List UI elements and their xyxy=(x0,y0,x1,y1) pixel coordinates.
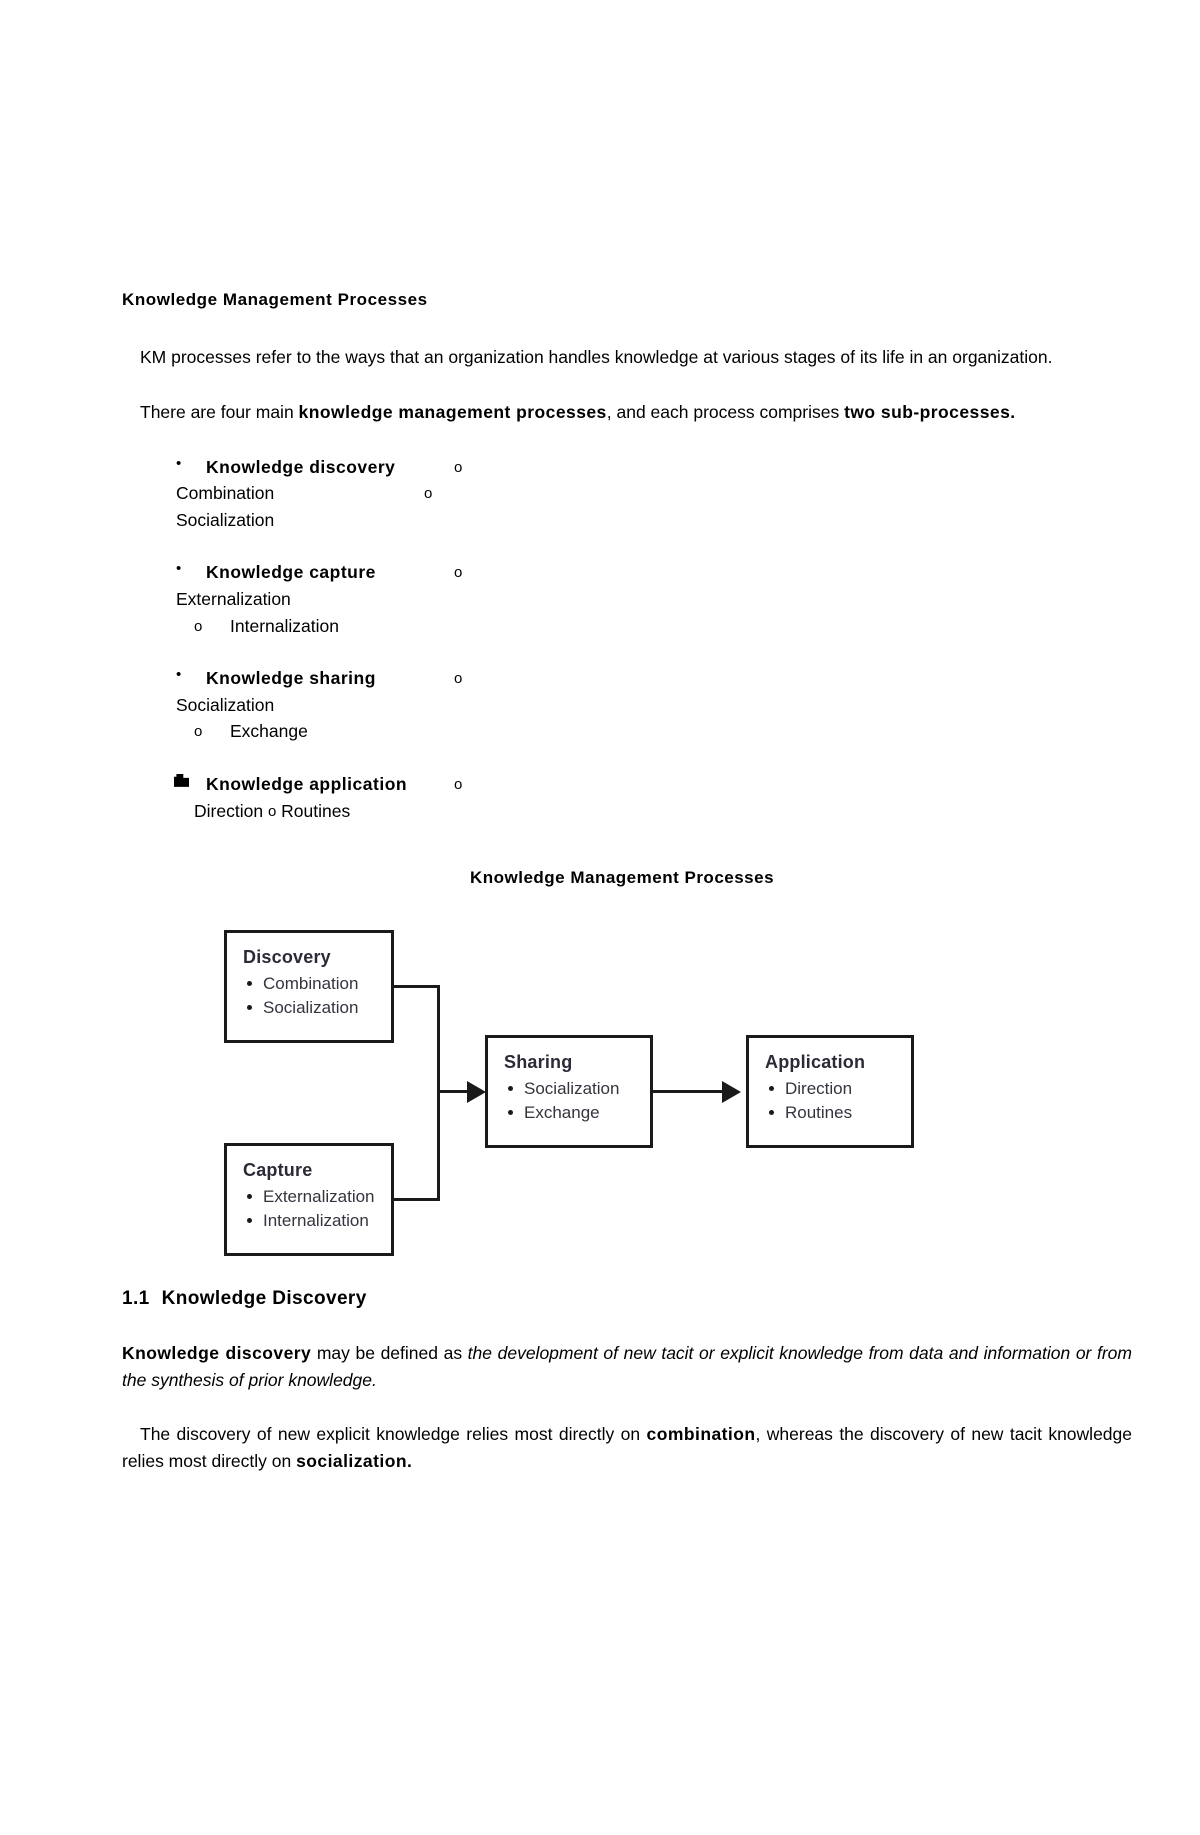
list-item-subline-1: Externalization xyxy=(176,586,1132,613)
sub-item-1-label: Direction xyxy=(194,800,264,821)
sub-item-1-label: Externalization xyxy=(176,588,291,609)
closing-bold1: combination xyxy=(646,1424,756,1445)
list-item-subline-1: Combination o xyxy=(176,480,1132,507)
diagram-box-capture: Capture Externalization Internalization xyxy=(224,1143,394,1257)
closing-bold2: socialization. xyxy=(296,1450,413,1471)
list-item-subline-2: Socialization xyxy=(176,507,1132,534)
diagram-title: Knowledge Management Processes xyxy=(469,868,775,888)
subsection-number: 1.1 xyxy=(122,1288,150,1310)
diagram-box-title: Capture xyxy=(243,1160,313,1181)
page-title: Knowledge Management Processes xyxy=(122,290,428,309)
list-item-title: Knowledge sharing xyxy=(206,668,376,689)
closing-part2: , whereas the discovery of new tacit kno… xyxy=(122,1424,1132,1471)
sub-item-1-label: Socialization xyxy=(176,694,275,715)
closing-paragraph: The discovery of new explicit knowledge … xyxy=(122,1421,1132,1474)
list-item-headline: Knowledge capture o xyxy=(206,559,1132,586)
diagram-box-list: Externalization Internalization xyxy=(243,1185,375,1233)
list-item-title: Knowledge capture xyxy=(206,562,376,583)
sub-item-2-label: Internalization xyxy=(230,615,339,636)
list-item-headline: Knowledge discovery o xyxy=(206,454,1132,481)
list-item-subline-1: Socialization xyxy=(176,692,1132,719)
document-body: Knowledge Management Processes KM proces… xyxy=(122,290,1132,1474)
process-list: • Knowledge discovery o Combination o Soci… xyxy=(122,454,1132,825)
diagram-box-item: Combination xyxy=(243,972,375,996)
connector-vertical-join xyxy=(437,985,440,1202)
diagram-box-item: Exchange xyxy=(504,1101,634,1125)
diagram-box-list: Socialization Exchange xyxy=(504,1077,634,1125)
list-item-subline-2: o Internalization xyxy=(176,613,1132,640)
sub-bullet-o-icon-2: o xyxy=(267,802,277,820)
bullet-dot-icon: • xyxy=(176,666,182,684)
connector-discovery xyxy=(394,985,440,989)
diagram-box-title: Discovery xyxy=(243,947,331,968)
definition-connector: may be defined as xyxy=(311,1343,468,1364)
sub-item-2-label: Socialization xyxy=(176,509,275,530)
intro-paragraph: KM processes refer to the ways that an o… xyxy=(140,347,1053,368)
sub-bullet-o-icon-2: o xyxy=(194,723,203,741)
sub-bullet-o-icon: o xyxy=(454,458,463,476)
bullet-dot-icon: • xyxy=(176,454,182,472)
sub-bullet-o-icon-2: o xyxy=(424,485,433,503)
sub-bullet-o-icon: o xyxy=(454,564,463,582)
list-item-title: Knowledge discovery xyxy=(206,456,396,477)
diagram-box-item: Routines xyxy=(765,1101,895,1125)
list-item-headline: Knowledge application o xyxy=(206,771,1132,798)
diagram-box-item: Socialization xyxy=(243,996,375,1020)
diagram-box-title: Sharing xyxy=(504,1052,573,1073)
list-item-headline: Knowledge sharing o xyxy=(206,665,1132,692)
list-item-knowledge-discovery: • Knowledge discovery o Combination o Soci… xyxy=(122,454,1132,534)
second-paragraph-part2: , and each process comprises xyxy=(606,401,845,422)
list-item-title: Knowledge application xyxy=(206,773,408,794)
km-process-diagram: Knowledge Management Processes Discovery… xyxy=(122,868,1132,1288)
subsection-title: Knowledge Discovery xyxy=(161,1288,367,1310)
definition-paragraph: Knowledge discovery may be defined as th… xyxy=(122,1340,1132,1393)
connector-capture xyxy=(394,1198,440,1202)
sub-bullet-o-icon: o xyxy=(454,670,463,688)
connector-to-sharing xyxy=(437,1090,469,1094)
diagram-canvas: Discovery Combination Socialization Capt… xyxy=(122,930,1132,1280)
second-paragraph: There are four main knowledge management… xyxy=(122,399,1132,426)
diagram-box-item: Socialization xyxy=(504,1077,634,1101)
diagram-box-list: Combination Socialization xyxy=(243,972,375,1020)
bullet-dot-icon: • xyxy=(176,560,182,578)
sub-item-2-label: Routines xyxy=(281,800,351,821)
diagram-box-item: Internalization xyxy=(243,1209,375,1233)
diagram-box-item: Externalization xyxy=(243,1185,375,1209)
second-paragraph-bold2: two sub-processes. xyxy=(844,401,1016,422)
closing-part1: The discovery of new explicit knowledge … xyxy=(140,1424,647,1445)
second-paragraph-part1: There are four main xyxy=(140,401,299,422)
subsection-heading: 1.1 Knowledge Discovery xyxy=(122,1288,1132,1310)
definition-text: the development of new tacit or explicit… xyxy=(122,1343,1132,1390)
list-item-knowledge-application: Knowledge application o Direction o Routi… xyxy=(122,771,1132,824)
sub-item-2-label: Exchange xyxy=(230,721,308,742)
diagram-box-item: Direction xyxy=(765,1077,895,1101)
diagram-box-discovery: Discovery Combination Socialization xyxy=(224,930,394,1044)
arrowhead-application-icon xyxy=(722,1081,741,1104)
diagram-box-title: Application xyxy=(765,1052,866,1073)
sub-item-1-label: Combination xyxy=(176,483,275,504)
bullet-flag-icon xyxy=(174,773,189,787)
second-paragraph-bold1: knowledge management processes xyxy=(298,401,607,422)
list-item-subline-2: o Exchange xyxy=(176,718,1132,745)
connector-sharing-to-application xyxy=(653,1090,723,1094)
diagram-box-sharing: Sharing Socialization Exchange xyxy=(485,1035,653,1149)
definition-term: Knowledge discovery xyxy=(122,1343,312,1364)
list-item-subline-1: Direction o Routines xyxy=(194,798,1132,825)
sub-bullet-o-icon-2: o xyxy=(194,617,203,635)
diagram-box-list: Direction Routines xyxy=(765,1077,895,1125)
diagram-box-application: Application Direction Routines xyxy=(746,1035,914,1149)
sub-bullet-o-icon: o xyxy=(454,775,463,793)
arrowhead-sharing-icon xyxy=(467,1081,486,1104)
